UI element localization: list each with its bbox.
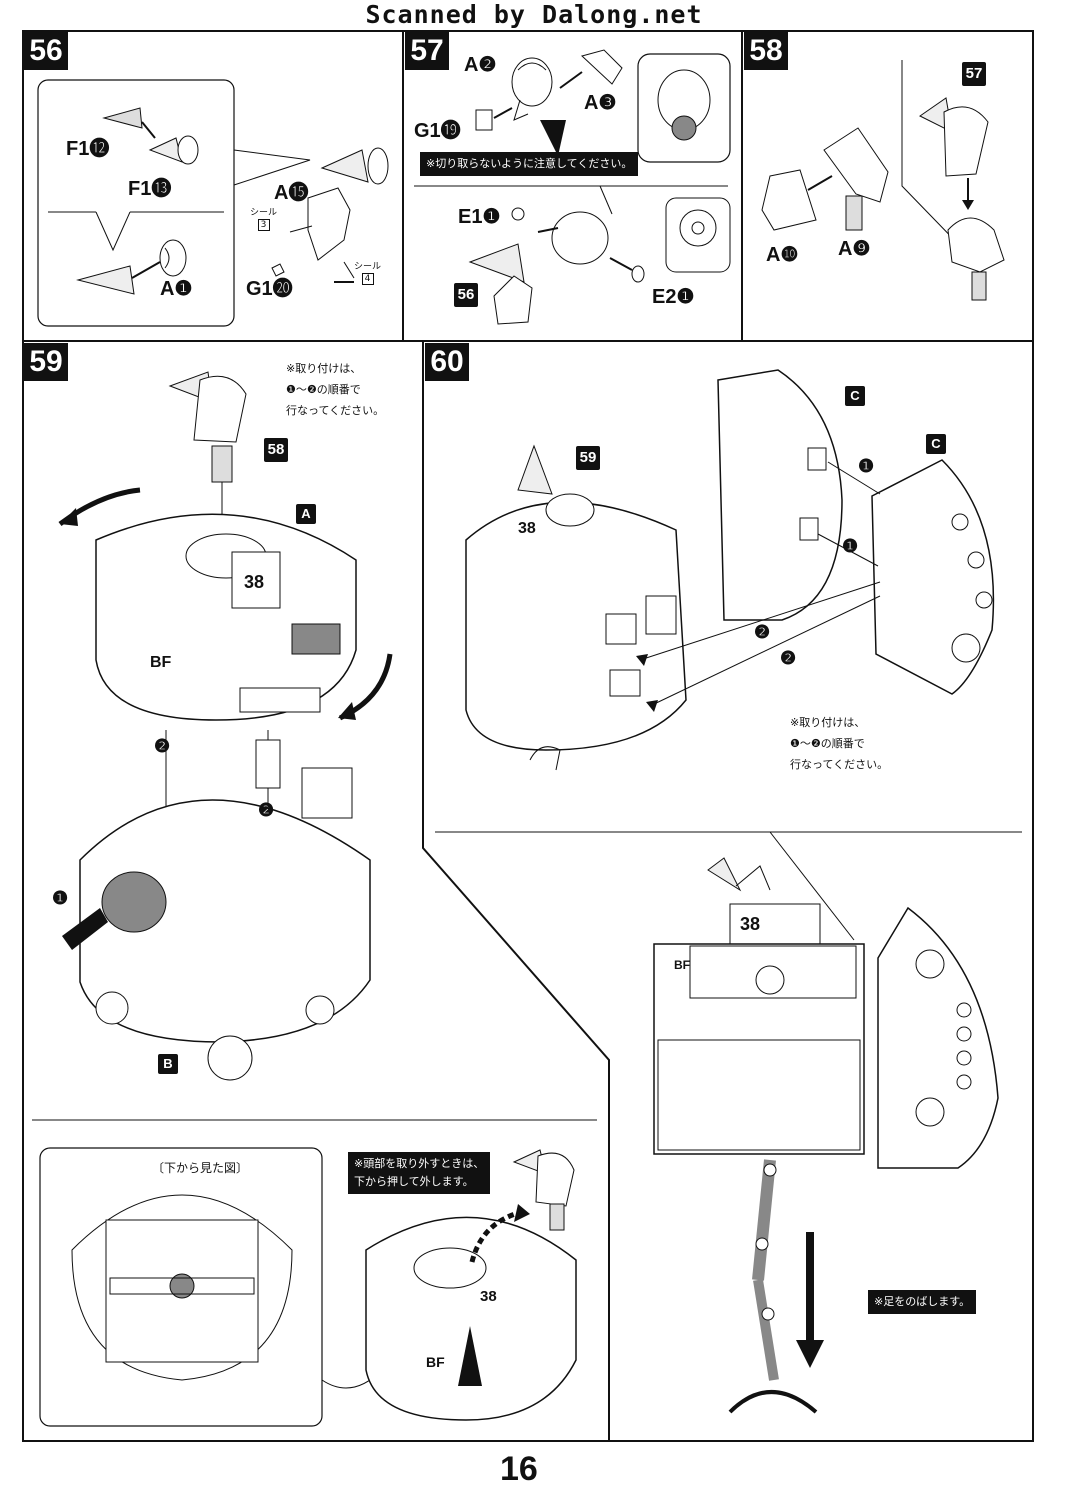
- page-number: 16: [500, 1450, 538, 1488]
- part-e2-1: E2❶: [652, 286, 695, 308]
- part-a2: A❷: [464, 54, 497, 76]
- number-38-b: 38: [480, 1288, 497, 1305]
- ref-step-58: 58: [264, 438, 288, 462]
- bottom-view-label: 〔下から見た図〕: [152, 1161, 249, 1175]
- part-group-a: A: [296, 504, 316, 524]
- order-1-top: ❶: [858, 456, 875, 476]
- part-group-b: B: [158, 1054, 178, 1074]
- part-a10: A❿: [766, 244, 799, 266]
- order-note-59: ※取り付けは、 ❶～❷の順番で 行なってください。: [286, 362, 385, 417]
- part-group-c-top: C: [845, 386, 865, 406]
- leg-extend-note: ※足をのばします。: [868, 1290, 977, 1314]
- part-a15: A⓯: [274, 182, 309, 204]
- bf-mark-b: BF: [426, 1354, 445, 1370]
- part-g1-19: G1⓳: [414, 120, 461, 142]
- order-2-b: ❷: [780, 648, 797, 668]
- step-57-badge: 57: [405, 32, 449, 70]
- part-a9: A❾: [838, 238, 871, 260]
- ref-step-56: 56: [454, 283, 478, 307]
- order-1-mid: ❶: [842, 536, 859, 556]
- part-group-c-right: C: [926, 434, 946, 454]
- part-e1-1: E1❶: [458, 206, 501, 228]
- step-60-badge: 60: [425, 343, 469, 381]
- number-38-d: 38: [740, 914, 761, 934]
- head-removal-note: ※頭部を取り外すときは、 下から押して外します。: [348, 1152, 491, 1194]
- bf-mark-c: BF: [674, 958, 690, 972]
- bf-mark-a: BF: [150, 654, 172, 671]
- page-frame: [22, 30, 1034, 1442]
- part-f1-12: F1⓬: [66, 138, 110, 160]
- step-58-badge: 58: [744, 32, 788, 70]
- order-2-left: ❷: [154, 736, 171, 756]
- caution-note: ※切り取らないように注意してください。: [420, 152, 639, 176]
- ref-step-59: 59: [576, 446, 600, 470]
- part-a1: A❶: [160, 278, 193, 300]
- ref-step-57: 57: [962, 62, 986, 86]
- part-a3: A❸: [584, 92, 617, 114]
- part-g1-20: G1⓴: [246, 278, 293, 300]
- part-f1-13: F1⓭: [128, 178, 172, 200]
- order-1: ❶: [52, 888, 69, 908]
- scan-credit: Scanned by Dalong.net: [365, 0, 703, 29]
- order-2-right: ❷: [258, 800, 275, 820]
- step-59-badge: 59: [24, 343, 68, 381]
- order-2-a: ❷: [754, 622, 771, 642]
- order-note-60: ※取り付けは、 ❶～❷の順番で 行なってください。: [790, 716, 889, 771]
- number-38-c: 38: [518, 520, 536, 537]
- step-56-badge: 56: [24, 32, 68, 70]
- number-38-a: 38: [244, 572, 265, 592]
